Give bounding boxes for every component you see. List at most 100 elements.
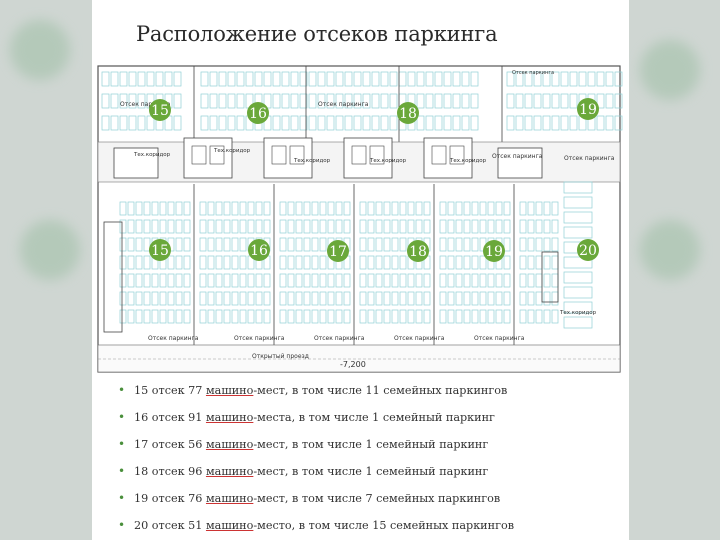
tech-room (497, 147, 543, 179)
parking-stall (487, 219, 495, 234)
parking-stall (524, 115, 533, 131)
section-badge-bottom-circle (149, 239, 171, 261)
parking-stall (215, 201, 223, 216)
parking-stall (391, 237, 399, 252)
parking-stall (367, 291, 375, 306)
parking-stall (317, 93, 326, 109)
parking-stall (389, 93, 398, 109)
parking-stall (319, 219, 327, 234)
parking-stall (353, 115, 362, 131)
parking-stall (199, 273, 207, 288)
parking-stall (503, 255, 511, 270)
parking-stall (299, 115, 308, 131)
parking-stall (527, 219, 535, 234)
parking-stall (183, 309, 191, 324)
parking-stall (455, 291, 463, 306)
parking-stall (391, 255, 399, 270)
parking-stall (175, 219, 183, 234)
slide: Расположение отсеков паркинга Отсек парк… (92, 0, 629, 540)
bullet-item: 20 отсек 51 машино-место, в том числе 15… (114, 518, 514, 540)
parking-stall (287, 237, 295, 252)
parking-stall (247, 201, 255, 216)
parking-stall (439, 219, 447, 234)
parking-stall (167, 273, 175, 288)
parking-stall (471, 291, 479, 306)
parking-stall (128, 71, 137, 87)
parking-stall (439, 201, 447, 216)
parking-stall (423, 291, 431, 306)
section-badge-bottom-circle (483, 240, 505, 262)
parking-stall (335, 273, 343, 288)
parking-stall (423, 273, 431, 288)
parking-stall (519, 219, 527, 234)
parking-stall (471, 201, 479, 216)
parking-stall (207, 255, 215, 270)
parking-stall (247, 273, 255, 288)
label-tekh-koridor-3: Тех.коридор (293, 158, 331, 164)
parking-stall (447, 291, 455, 306)
parking-stall (335, 93, 344, 109)
parking-stall (303, 219, 311, 234)
parking-stall (479, 201, 487, 216)
parking-stall (551, 219, 559, 234)
stair (351, 145, 367, 165)
parking-stall (471, 237, 479, 252)
parking-stall (215, 309, 223, 324)
parking-stall (175, 255, 183, 270)
parking-stall (343, 309, 351, 324)
parking-stall (471, 219, 479, 234)
parking-stall (308, 93, 317, 109)
parking-stall (371, 115, 380, 131)
parking-stall (110, 71, 119, 87)
parking-stall (215, 273, 223, 288)
parking-stall (543, 219, 551, 234)
section-badge-top-circle (397, 102, 419, 124)
parking-stall (119, 219, 127, 234)
parking-stall (527, 237, 535, 252)
parking-stall (327, 309, 335, 324)
parking-stall (209, 71, 218, 87)
bullet-item: 17 отсек 56 машино-мест, в том числе 1 с… (114, 437, 514, 464)
parking-stall (223, 273, 231, 288)
parking-stall (551, 309, 559, 324)
parking-stall (287, 273, 295, 288)
parking-stall (367, 273, 375, 288)
parking-stall (319, 255, 327, 270)
parking-stall (143, 309, 151, 324)
parking-stall (207, 219, 215, 234)
parking-stall (173, 71, 182, 87)
parking-stall (135, 219, 143, 234)
bullet-item: 18 отсек 96 машино-мест, в том числе 1 с… (114, 464, 514, 491)
parking-stall (159, 219, 167, 234)
parking-stall (463, 219, 471, 234)
parking-stall (303, 201, 311, 216)
parking-stall (527, 201, 535, 216)
parking-stall (487, 273, 495, 288)
parking-stall (439, 273, 447, 288)
parking-stall (425, 115, 434, 131)
parking-stall (375, 309, 383, 324)
section-badge-bottom-number: 17 (329, 244, 347, 260)
parking-stall (375, 237, 383, 252)
parking-stall (215, 237, 223, 252)
parking-stall (151, 201, 159, 216)
background-blob (640, 40, 700, 100)
parking-stall (239, 309, 247, 324)
parking-stall (344, 71, 353, 87)
parking-stall (119, 201, 127, 216)
parking-stall (101, 93, 110, 109)
parking-stall (303, 291, 311, 306)
parking-stall (223, 255, 231, 270)
parking-stall (272, 115, 281, 131)
parking-stall (543, 291, 551, 306)
parking-stall (135, 237, 143, 252)
parking-stall (146, 71, 155, 87)
label-otsek-top-3: Отсек паркинга (492, 153, 543, 160)
label-tekh-koridor-1: Тех.коридор (133, 152, 171, 158)
parking-stall (295, 219, 303, 234)
background-blob (10, 20, 70, 80)
parking-stall (542, 71, 551, 87)
parking-stall (247, 291, 255, 306)
parking-stall (183, 201, 191, 216)
background-blob (640, 220, 700, 280)
